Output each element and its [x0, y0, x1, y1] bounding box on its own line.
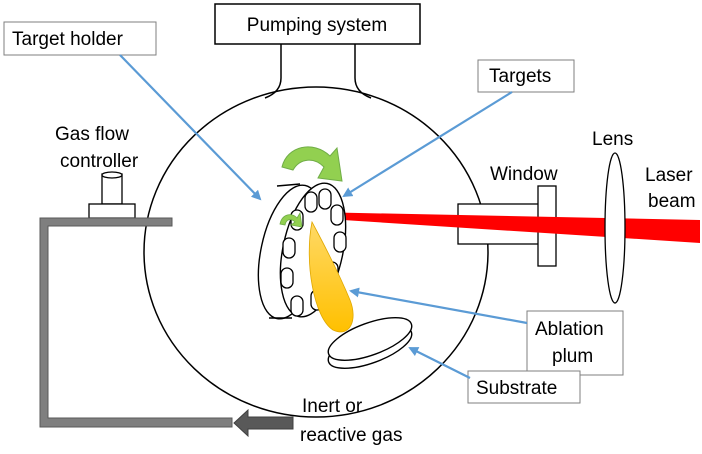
- target-holder-label: Target holder: [12, 29, 124, 50]
- chamber-neck: [264, 44, 372, 99]
- gas-inlet-arrow: [233, 408, 294, 438]
- gas-line: [39, 217, 233, 428]
- laser-beam-label-line1: Laser: [645, 165, 693, 186]
- laser-beam-label-line2: beam: [648, 191, 696, 212]
- inert-gas-label-line2: reactive gas: [300, 425, 402, 446]
- target-disc: [318, 188, 332, 210]
- window-label: Window: [490, 164, 558, 185]
- laser-beam: [312, 212, 700, 243]
- substrate-label: Substrate: [476, 378, 557, 399]
- substrate-pointer-arrow: [408, 347, 471, 379]
- ablation-label-line2: plum: [552, 346, 593, 367]
- inert-gas-label-line1: Inert or: [302, 396, 363, 417]
- substrate-label-box: [467, 370, 581, 404]
- target-rotation-arrow-icon: [279, 211, 303, 228]
- ablation-label-line1: Ablation: [535, 319, 604, 340]
- targets-label-box: [477, 59, 575, 93]
- ablation-plume: [308, 220, 354, 333]
- target-disc: [330, 204, 344, 226]
- gas-flow-label-line2: controller: [60, 151, 139, 172]
- gas-flow-label-line1: Gas flow: [55, 124, 129, 145]
- lens: [604, 152, 626, 304]
- lens-label: Lens: [592, 129, 633, 150]
- target-holder-side: [269, 183, 301, 319]
- target-disc: [282, 237, 296, 259]
- pumping-system-label: Pumping system: [247, 15, 387, 36]
- substrate-top: [327, 317, 413, 361]
- pumping-system-box: [214, 3, 421, 45]
- target-holder-label-box: [3, 21, 157, 56]
- ablation-label-box: [526, 310, 624, 376]
- gas-flow-valve-base: [88, 203, 136, 219]
- gas-flow-valve-top: [101, 171, 123, 179]
- ablation-pointer-arrow: [349, 287, 528, 325]
- targets-label: Targets: [489, 66, 551, 87]
- target-holder-pointer-arrow: [119, 54, 262, 201]
- target-disc: [290, 295, 304, 317]
- carousel-rotation-arrow-icon: [281, 146, 343, 182]
- targets-pointer-arrow: [342, 91, 513, 198]
- target-disc: [280, 267, 294, 289]
- target-disc: [333, 231, 347, 253]
- vacuum-chamber: [143, 86, 489, 418]
- target-disc: [304, 191, 318, 213]
